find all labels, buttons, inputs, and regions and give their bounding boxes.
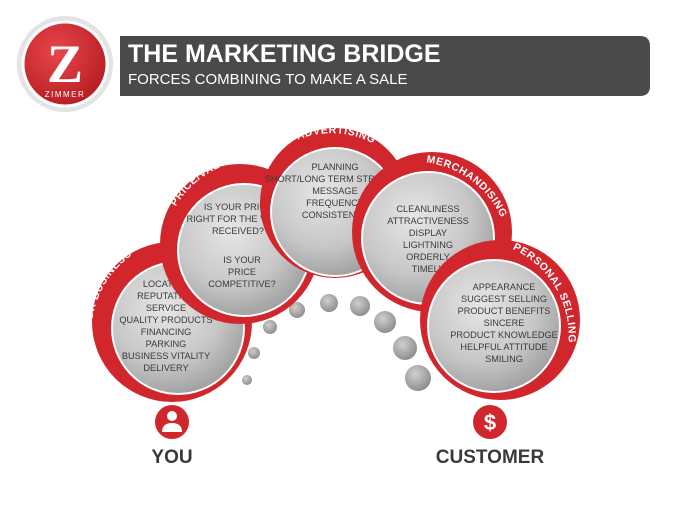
force-item: ATTRACTIVENESS	[387, 216, 469, 226]
customer-label: CUSTOMER	[436, 447, 545, 468]
force-item: PRODUCT KNOWLEDGE	[450, 330, 558, 340]
force-item: DELIVERY	[143, 363, 188, 373]
force-item: PRODUCT BENEFITS	[458, 306, 551, 316]
force-item: CLEANLINESS	[396, 204, 459, 214]
force-items-merchandising: CLEANLINESS ATTRACTIVENESS DISPLAY LIGHT…	[387, 204, 469, 274]
force-item: RECEIVED?	[212, 226, 264, 236]
force-item: PLANNING	[312, 162, 359, 172]
force-item: DISPLAY	[409, 228, 447, 238]
force-item: TIMELY	[412, 264, 445, 274]
force-item: LOCATION	[143, 279, 189, 289]
force-items-price-value: IS YOUR PRICE RIGHT FOR THE VALUE RECEIV…	[186, 202, 289, 289]
force-items-advertising: PLANNING SHORT/LONG TERM STRATEGY MESSAG…	[265, 162, 405, 220]
you-label: YOU	[151, 447, 192, 468]
force-item: CONSISTENCY	[302, 210, 368, 220]
page-title: THE MARKETING BRIDGE	[128, 40, 441, 68]
zimmer-logo: Z ZIMMER	[17, 16, 113, 112]
logo-wordmark: ZIMMER	[45, 90, 86, 99]
force-item: PARKING	[146, 339, 187, 349]
force-item: SINCERE	[484, 318, 525, 328]
customer-marker: $ CUSTOMER	[436, 405, 545, 468]
dollar-icon: $	[473, 405, 507, 439]
force-items-your-business: LOCATION REPUTATION SERVICE QUALITY PROD…	[119, 279, 212, 373]
force-item: FINANCING	[141, 327, 192, 337]
force-item: APPEARANCE	[473, 282, 536, 292]
page-subtitle: FORCES COMBINING TO MAKE A SALE	[128, 71, 408, 88]
path-dots	[242, 294, 431, 391]
logo-letter: Z	[47, 34, 83, 94]
header-bar	[120, 36, 650, 96]
person-icon	[155, 405, 189, 439]
force-item: PRICE	[228, 267, 256, 277]
force-item: HELPFUL ATTITUDE	[460, 342, 547, 352]
force-your-business: YOUR BUSINESS LOCATION REPUTATION SERVIC…	[82, 242, 252, 402]
force-item: REPUTATION	[137, 291, 195, 301]
force-item: ORDERLY	[406, 252, 450, 262]
force-item: IS YOUR	[223, 255, 261, 265]
force-item: SHORT/LONG TERM STRATEGY	[265, 174, 405, 184]
force-items-personal-selling: APPEARANCE SUGGEST SELLING PRODUCT BENEF…	[450, 282, 558, 364]
force-item: COMPETITIVE?	[208, 279, 275, 289]
force-item: MESSAGE	[312, 186, 357, 196]
you-marker: YOU	[151, 405, 193, 468]
force-item: SUGGEST SELLING	[461, 294, 547, 304]
svg-text:$: $	[484, 410, 496, 435]
force-item: SERVICE	[146, 303, 186, 313]
force-item: LIGHTNING	[403, 240, 453, 250]
force-personal-selling: PERSONAL SELLING APPEARANCE SUGGEST SELL…	[420, 240, 580, 400]
force-item: FREQUENCY	[306, 198, 364, 208]
force-item: IS YOUR PRICE	[204, 202, 272, 212]
force-item: QUALITY PRODUCTS	[119, 315, 212, 325]
force-item: BUSINESS VITALITY	[122, 351, 210, 361]
force-item: SMILING	[485, 354, 523, 364]
force-item: RIGHT FOR THE VALUE	[186, 214, 289, 224]
header: THE MARKETING BRIDGE FORCES COMBINING TO…	[120, 36, 650, 96]
